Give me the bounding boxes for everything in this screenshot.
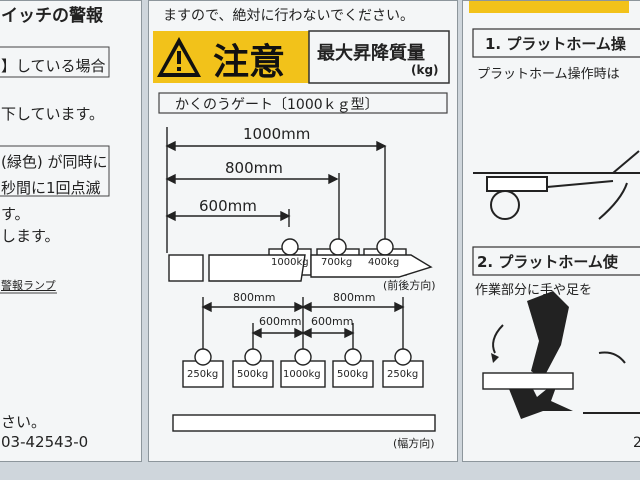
left-line-2: 】している場合 — [1, 57, 106, 75]
curved-arrow-icon — [598, 182, 628, 220]
warning-triangle-icon — [157, 37, 201, 77]
left-line-5: 秒間に1回点滅 — [1, 179, 101, 197]
hand-pinch-icon — [491, 291, 573, 419]
step2-title: 2. プラットホーム使 — [477, 253, 618, 271]
left-line-10: 03-42543-0 — [1, 433, 89, 451]
center-graphics — [157, 30, 450, 432]
platform-illustration — [473, 150, 640, 220]
left-panel: イッチの警報 】している場合 下しています。 (緑色) が同時に 秒間に1回点滅… — [0, 0, 142, 462]
dim-800mm: 800mm — [225, 159, 283, 177]
left-line-6: す。 — [1, 205, 30, 223]
weight-500kg-right: 500kg — [337, 369, 369, 380]
dim-600mm: 600mm — [199, 197, 257, 215]
dim-600mm-right: 600mm — [311, 315, 354, 328]
max-load-title: 最大昇降質量 — [317, 43, 425, 64]
left-line-8: 警報ランプ — [1, 279, 56, 292]
dim-1000mm: 1000mm — [243, 125, 311, 143]
center-panel: ますので、絶対に行わないでください。 — [148, 0, 458, 462]
dim-800mm-left: 800mm — [233, 291, 276, 304]
direction-lateral: (幅方向) — [393, 437, 435, 450]
right-panel: 1. プラットホーム操 プラットホーム操作時は 2. プラットホーム使 作業部分… — [462, 0, 640, 462]
left-line-9: さい。 — [1, 413, 47, 431]
dim-800mm-right: 800mm — [333, 291, 376, 304]
left-line-7: します。 — [1, 227, 60, 245]
right-page-number: 2 — [633, 435, 640, 451]
weight-250kg-left: 250kg — [187, 369, 219, 380]
step1-text: プラットホーム操作時は — [477, 67, 620, 82]
gate-title: かくのうゲート〔1000ｋｇ型〕 — [175, 97, 379, 113]
right-graphics — [472, 28, 640, 419]
lateral-diagram — [172, 297, 436, 432]
weight-1000kg-long: 1000kg — [271, 257, 309, 268]
left-line-3: 下しています。 — [1, 105, 105, 123]
dim-600mm-left: 600mm — [259, 315, 302, 328]
top-warning-text: ますので、絶対に行わないでください。 — [163, 8, 415, 24]
direction-longitudinal: (前後方向) — [383, 279, 436, 292]
caution-label: 注意 — [213, 42, 286, 83]
step1-title: 1. プラットホーム操 — [485, 35, 626, 53]
right-top-banner — [469, 1, 629, 13]
weight-700kg: 700kg — [321, 257, 353, 268]
weight-1000kg-lat: 1000kg — [283, 369, 321, 380]
weight-400kg: 400kg — [368, 257, 400, 268]
longitudinal-diagram — [165, 127, 433, 282]
weight-500kg-left: 500kg — [237, 369, 269, 380]
max-load-unit: (kg) — [411, 63, 439, 77]
left-panel-rules — [0, 46, 110, 294]
weight-250kg-right: 250kg — [387, 369, 419, 380]
step2-text: 作業部分に手や足を — [475, 283, 593, 298]
left-line-1: イッチの警報 — [1, 6, 103, 26]
left-line-4: (緑色) が同時に — [1, 153, 108, 171]
